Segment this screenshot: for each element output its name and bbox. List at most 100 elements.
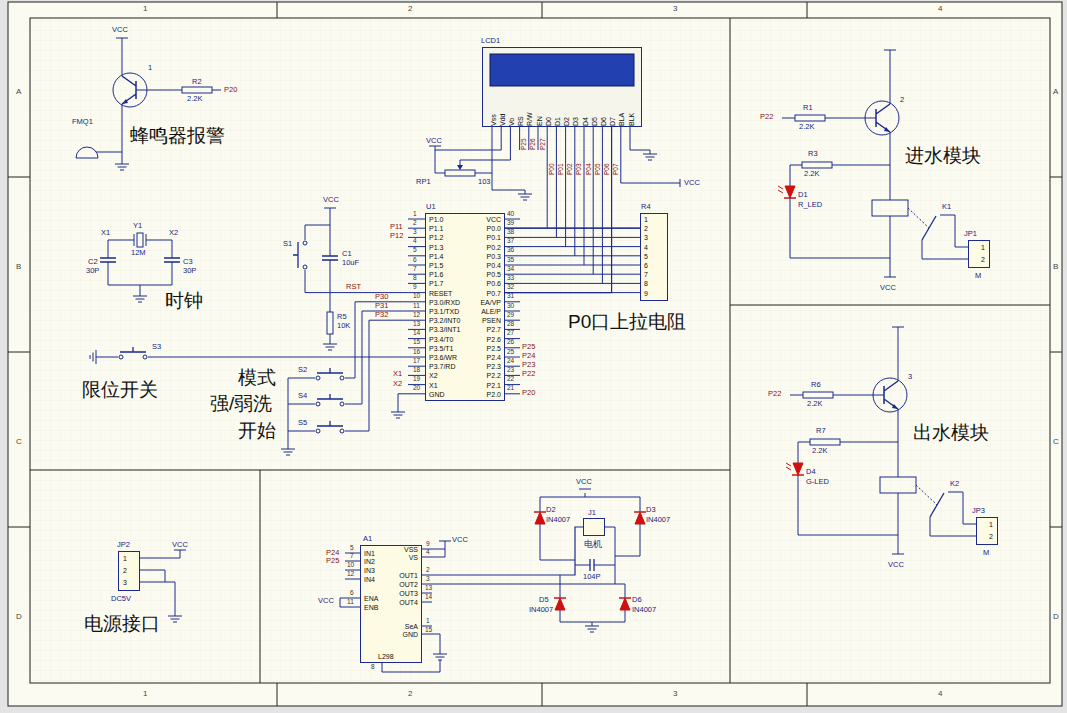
part-label: 电机 bbox=[584, 540, 602, 550]
pin-name: P1.4 bbox=[429, 253, 443, 260]
pin-number: 20 bbox=[413, 385, 420, 392]
mcu-chip: U1P1.0P1.1P1.2P1.3P1.4P1.5P1.6P1.7RESETP… bbox=[425, 213, 505, 401]
pin-name: 2 bbox=[644, 225, 648, 232]
designator: LCD1 bbox=[481, 37, 500, 45]
motor-symbol: J1 bbox=[583, 518, 605, 536]
wire bbox=[330, 260, 331, 293]
part-label: K2 bbox=[950, 480, 959, 488]
part-label: FMQ1 bbox=[72, 118, 93, 126]
motor-driver-chip: A1IN1IN2IN3IN4ENAENBVSSVSOUT1OUT2OUT3OUT… bbox=[360, 545, 422, 663]
pin-name: IN3 bbox=[364, 567, 375, 574]
part-label: S4 bbox=[298, 392, 307, 400]
ground-symbol bbox=[115, 160, 129, 170]
wire bbox=[305, 225, 330, 240]
vcc-symbol bbox=[439, 541, 451, 545]
net-label: P04 bbox=[586, 163, 593, 175]
pin-name: X2 bbox=[429, 372, 438, 379]
pin-number: 18 bbox=[413, 367, 420, 374]
pin-name: P2.5 bbox=[487, 345, 501, 352]
net-label: P24 bbox=[326, 549, 339, 557]
part-label: M bbox=[983, 549, 989, 557]
relay-coil bbox=[880, 477, 916, 493]
buzzer-symbol bbox=[76, 147, 98, 158]
ground-symbol bbox=[518, 190, 532, 200]
pin-number: 15 bbox=[413, 339, 420, 346]
part-label: 30P bbox=[183, 267, 196, 275]
pin-name: D2 bbox=[563, 117, 570, 126]
wire bbox=[140, 285, 141, 292]
pin-number: 8 bbox=[371, 664, 375, 671]
pin-number: 12 bbox=[347, 571, 354, 578]
part-label: VCC bbox=[318, 597, 334, 605]
pin-number: 30 bbox=[507, 303, 514, 310]
switch-symbol bbox=[143, 355, 147, 359]
section-title: 电源接口 bbox=[84, 614, 160, 635]
switch-symbol bbox=[316, 376, 320, 380]
part-label: VCC bbox=[684, 179, 700, 187]
lcd-module: LCD1VssVddVoRSR/WEND0D1D2D3D4D5D6D7BLABL… bbox=[482, 47, 642, 127]
wire bbox=[898, 493, 899, 554]
net-label: P20 bbox=[224, 86, 237, 94]
pin-name: P0.5 bbox=[487, 271, 501, 278]
wire bbox=[422, 549, 445, 557]
pin-name: P2.2 bbox=[487, 372, 501, 379]
section-title: 强/弱洗 bbox=[210, 394, 272, 415]
lcd-body bbox=[482, 47, 642, 127]
wire bbox=[422, 602, 432, 603]
pin-name: Vdd bbox=[499, 114, 506, 126]
wire bbox=[172, 240, 173, 258]
net-label: X2 bbox=[393, 380, 402, 388]
part-label: 104P bbox=[583, 573, 601, 581]
part-label: 3 bbox=[908, 373, 912, 381]
resistor-symbol bbox=[810, 439, 840, 445]
switch-symbol bbox=[340, 376, 344, 380]
pin-name: L298 bbox=[378, 653, 394, 660]
pin-name: IN2 bbox=[364, 558, 375, 565]
net-label: P25 bbox=[522, 343, 535, 351]
pin-name: R/W bbox=[526, 112, 533, 126]
pin-name: GND bbox=[402, 631, 418, 638]
designator: JP3 bbox=[972, 507, 985, 515]
wiper-arrow bbox=[457, 165, 463, 170]
pin-number: 31 bbox=[507, 293, 514, 300]
part-label: 10K bbox=[337, 322, 350, 330]
wire bbox=[100, 357, 118, 358]
potentiometer-symbol bbox=[445, 170, 475, 176]
resistor-symbol bbox=[802, 162, 832, 168]
wire bbox=[547, 127, 548, 228]
transistor-arrow bbox=[892, 404, 898, 409]
part-label: C1 bbox=[342, 250, 352, 258]
pin-name: P0.3 bbox=[487, 253, 501, 260]
net-label: X1 bbox=[393, 370, 402, 378]
pin-number: 12 bbox=[413, 312, 420, 319]
part-label: 30P bbox=[86, 267, 99, 275]
part-label: R_LED bbox=[798, 201, 822, 209]
lcd-screen bbox=[490, 54, 634, 86]
wire bbox=[345, 579, 360, 580]
part-label: S3 bbox=[152, 343, 161, 351]
vcc-symbol bbox=[884, 50, 896, 54]
wire bbox=[460, 127, 510, 166]
pin-name: P2.6 bbox=[487, 336, 501, 343]
pin-name: P0.6 bbox=[487, 280, 501, 287]
section-divider bbox=[30, 18, 1050, 683]
pin-name: 2 bbox=[123, 567, 127, 574]
pin-number: 9 bbox=[413, 284, 417, 291]
wire bbox=[890, 132, 891, 200]
section-title: 时钟 bbox=[165, 291, 203, 312]
pin-name: 3 bbox=[644, 234, 648, 241]
wire bbox=[108, 240, 109, 258]
net-label: P26 bbox=[530, 138, 537, 150]
part-label: 2.2K bbox=[187, 95, 202, 103]
net-label: P31 bbox=[375, 302, 388, 310]
pin-number: 2 bbox=[426, 567, 430, 574]
connector-header: JP112 bbox=[968, 240, 990, 268]
grid-label: 4 bbox=[938, 5, 942, 14]
pin-number: 11 bbox=[413, 303, 420, 310]
section-title: 开始 bbox=[238, 421, 276, 442]
wire bbox=[602, 127, 603, 283]
pin-name: P3.4/T0 bbox=[429, 336, 454, 343]
part-label: IN4007 bbox=[646, 516, 670, 524]
wire bbox=[528, 127, 529, 150]
